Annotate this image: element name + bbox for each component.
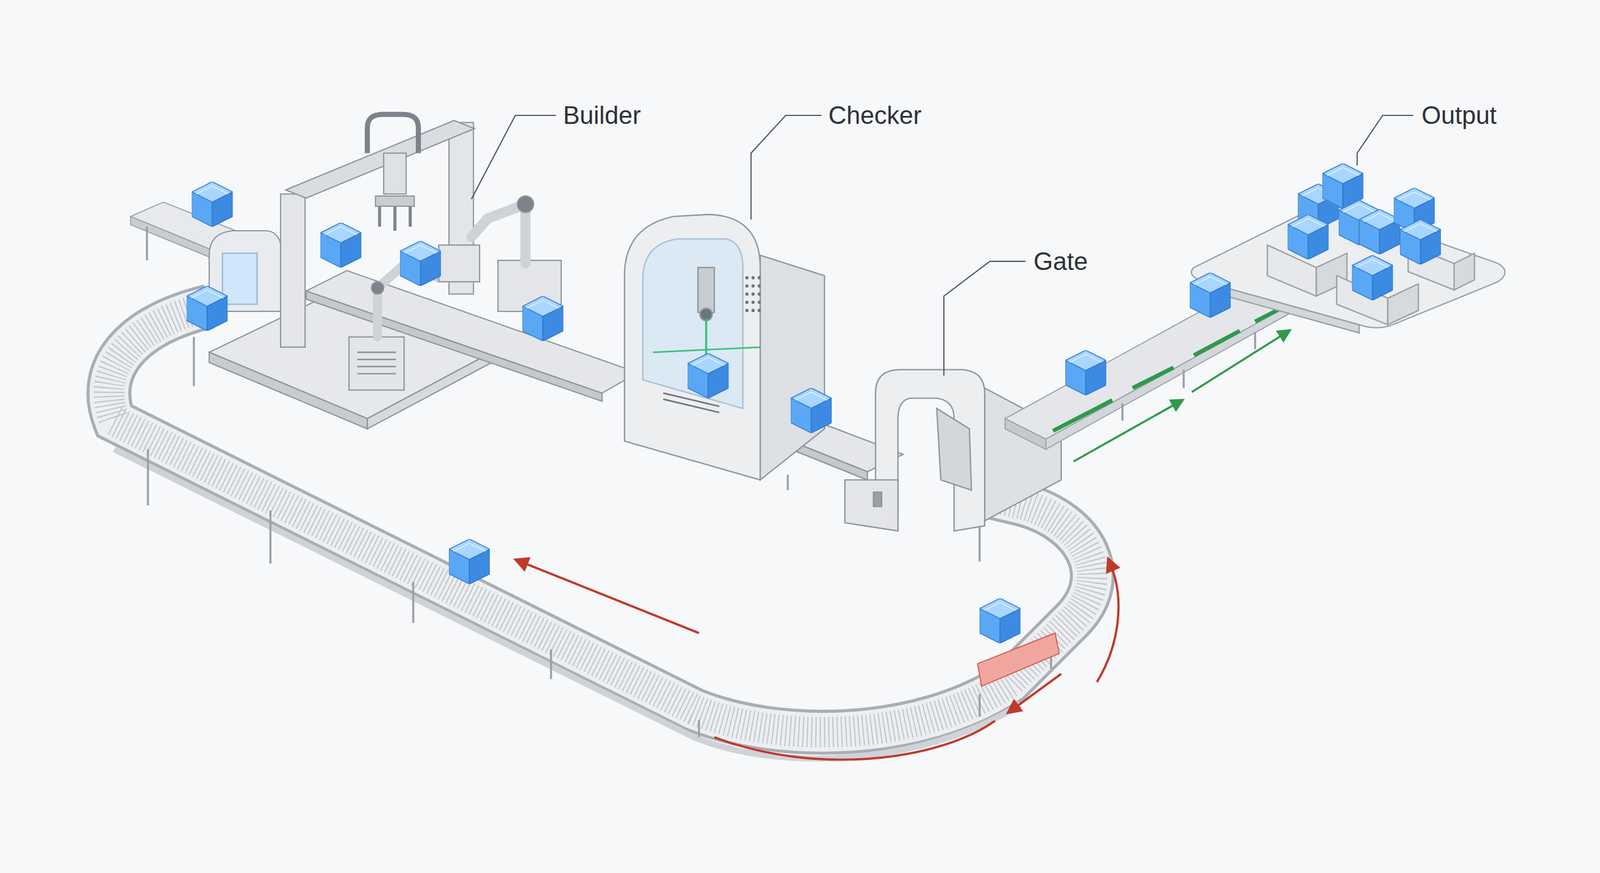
return-arrows: [520, 561, 1119, 760]
builder-station: [209, 114, 638, 429]
callout-label: Output: [1421, 101, 1497, 129]
callout-label: Gate: [1033, 247, 1088, 275]
leader-lines: [471, 115, 1414, 376]
callout-label: Checker: [828, 101, 922, 129]
product-cubes: [186, 163, 1441, 643]
checker-station: [624, 214, 903, 490]
callout-label: Builder: [563, 101, 641, 129]
gate-station: [844, 369, 1062, 531]
